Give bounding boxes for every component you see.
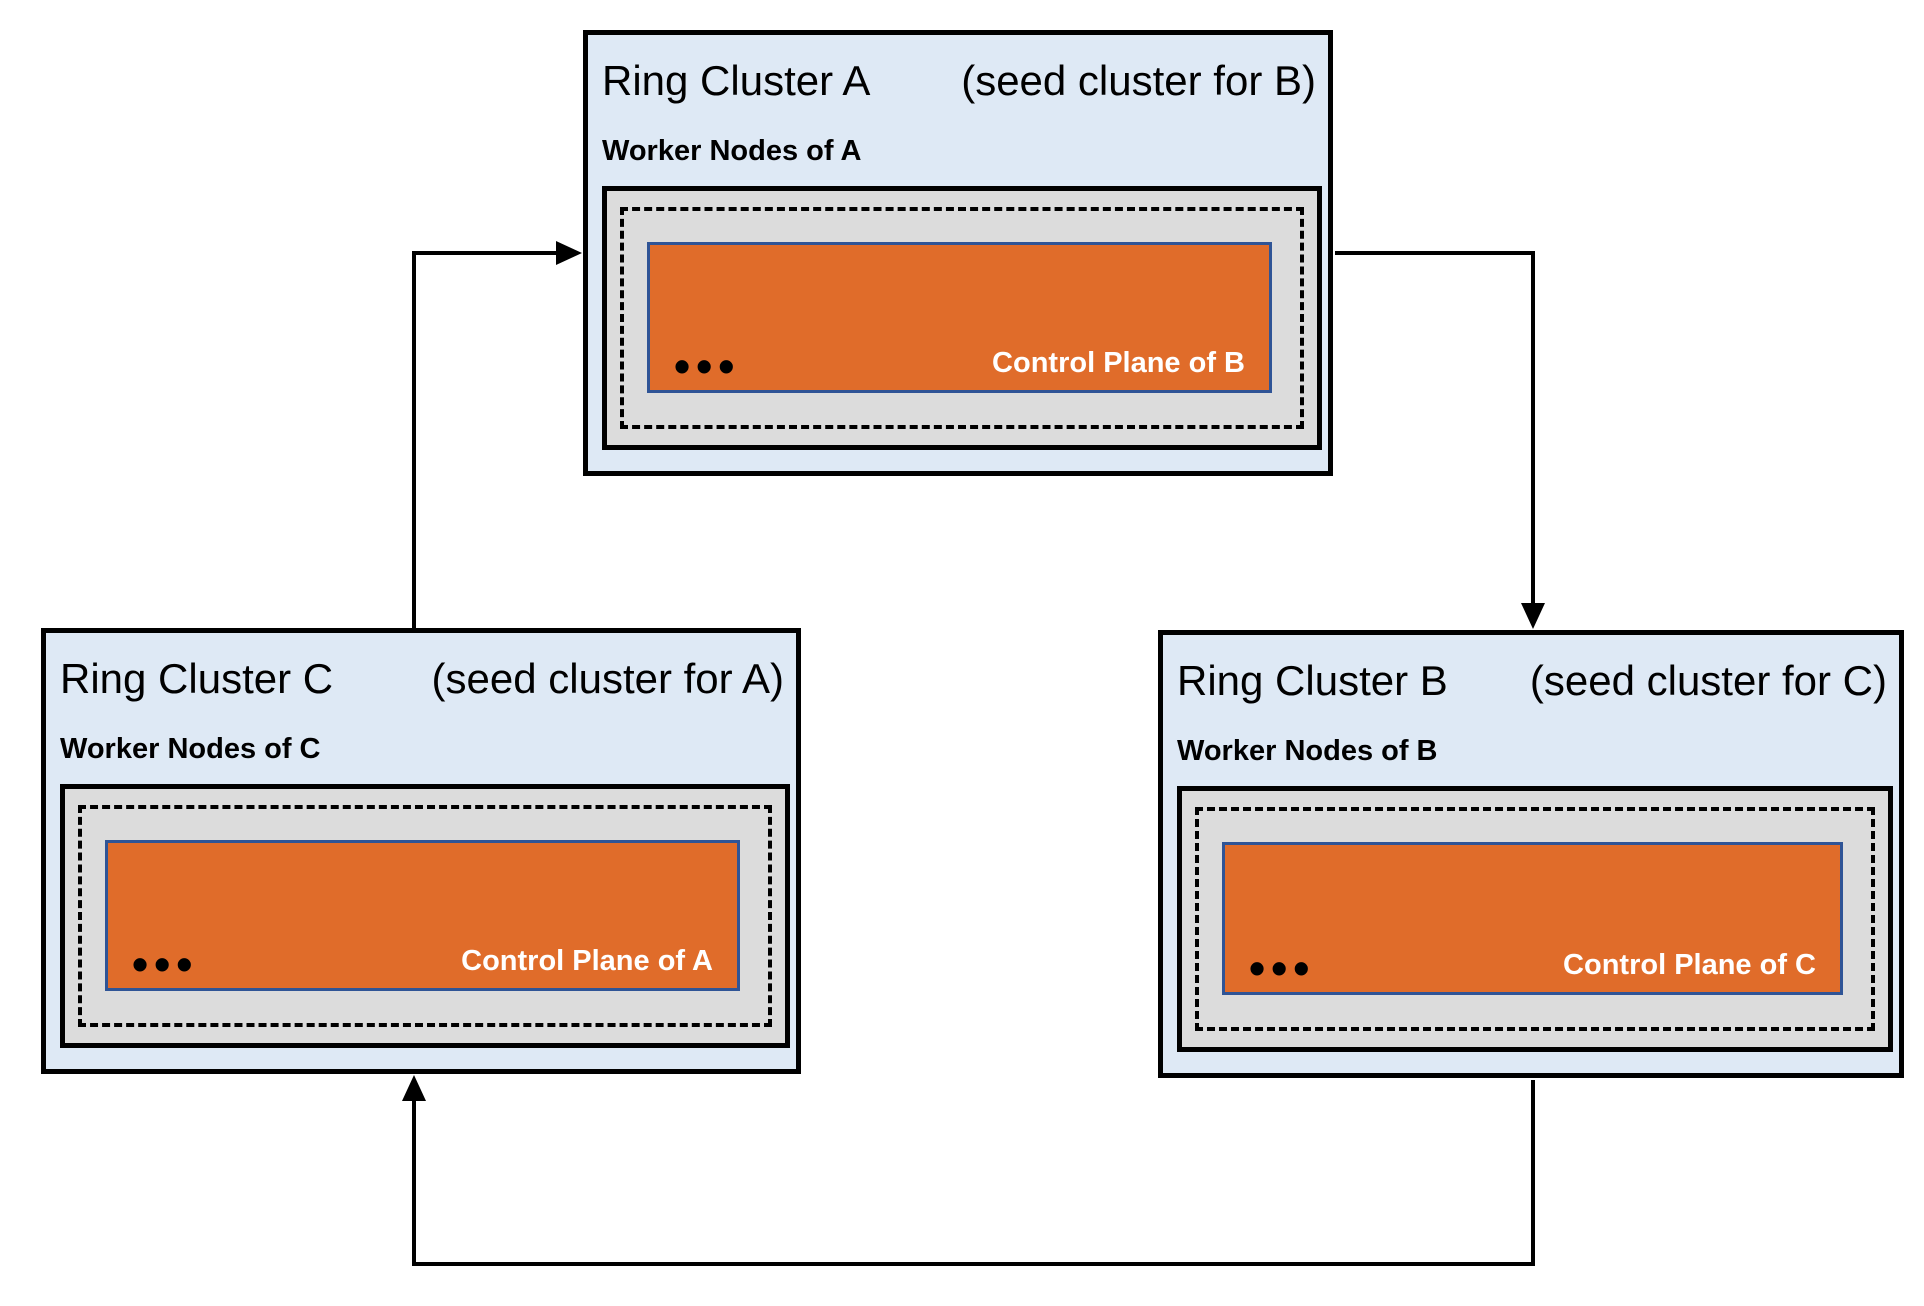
cluster-c-seed-note: (seed cluster for A) — [431, 655, 784, 702]
cluster-b-title: Ring Cluster B (seed cluster for C) — [1177, 657, 1887, 705]
cluster-c-control-plane-label: Control Plane of A — [461, 945, 713, 977]
cluster-a-worker-node-box: ••• Control Plane of B — [602, 186, 1322, 450]
arrowhead-into-b — [1521, 603, 1545, 629]
cluster-c-worker-node-box: ••• Control Plane of A — [60, 784, 790, 1048]
cluster-a-dashed-boundary: ••• Control Plane of B — [620, 207, 1304, 429]
cluster-a-worker-nodes-label: Worker Nodes of A — [602, 135, 862, 167]
arrow-b-to-c — [402, 1075, 1535, 1266]
cluster-b-control-plane-label: Control Plane of C — [1563, 949, 1816, 981]
cluster-c-control-plane-box: ••• Control Plane of A — [105, 840, 740, 991]
ring-cluster-b: Ring Cluster B (seed cluster for C) Work… — [1158, 630, 1904, 1078]
cluster-b-control-plane-box: ••• Control Plane of C — [1222, 842, 1843, 995]
ring-cluster-a: Ring Cluster A (seed cluster for B) Work… — [583, 30, 1333, 476]
ellipsis-dots: ••• — [1249, 942, 1316, 994]
arrow-c-to-a — [412, 241, 582, 630]
arrowhead-into-a — [556, 241, 582, 265]
cluster-c-worker-nodes-label: Worker Nodes of C — [60, 733, 321, 765]
ellipsis-dots: ••• — [132, 938, 199, 990]
cluster-b-dashed-boundary: ••• Control Plane of C — [1195, 807, 1875, 1031]
cluster-a-seed-note: (seed cluster for B) — [961, 57, 1316, 104]
cluster-c-dashed-boundary: ••• Control Plane of A — [78, 805, 772, 1027]
cluster-b-worker-nodes-label: Worker Nodes of B — [1177, 735, 1438, 767]
cluster-b-name: Ring Cluster B — [1177, 657, 1448, 704]
cluster-a-control-plane-box: ••• Control Plane of B — [647, 242, 1272, 393]
ellipsis-dots: ••• — [674, 340, 741, 392]
cluster-c-title: Ring Cluster C (seed cluster for A) — [60, 655, 784, 703]
cluster-a-name: Ring Cluster A — [602, 57, 871, 104]
cluster-b-worker-node-box: ••• Control Plane of C — [1177, 786, 1893, 1052]
cluster-a-title: Ring Cluster A (seed cluster for B) — [602, 57, 1316, 105]
cluster-c-name: Ring Cluster C — [60, 655, 334, 702]
ring-cluster-c: Ring Cluster C (seed cluster for A) Work… — [41, 628, 801, 1074]
arrowhead-into-c — [402, 1075, 426, 1101]
arrow-a-to-b — [1335, 251, 1545, 629]
cluster-b-seed-note: (seed cluster for C) — [1529, 657, 1887, 704]
cluster-a-control-plane-label: Control Plane of B — [992, 347, 1245, 379]
